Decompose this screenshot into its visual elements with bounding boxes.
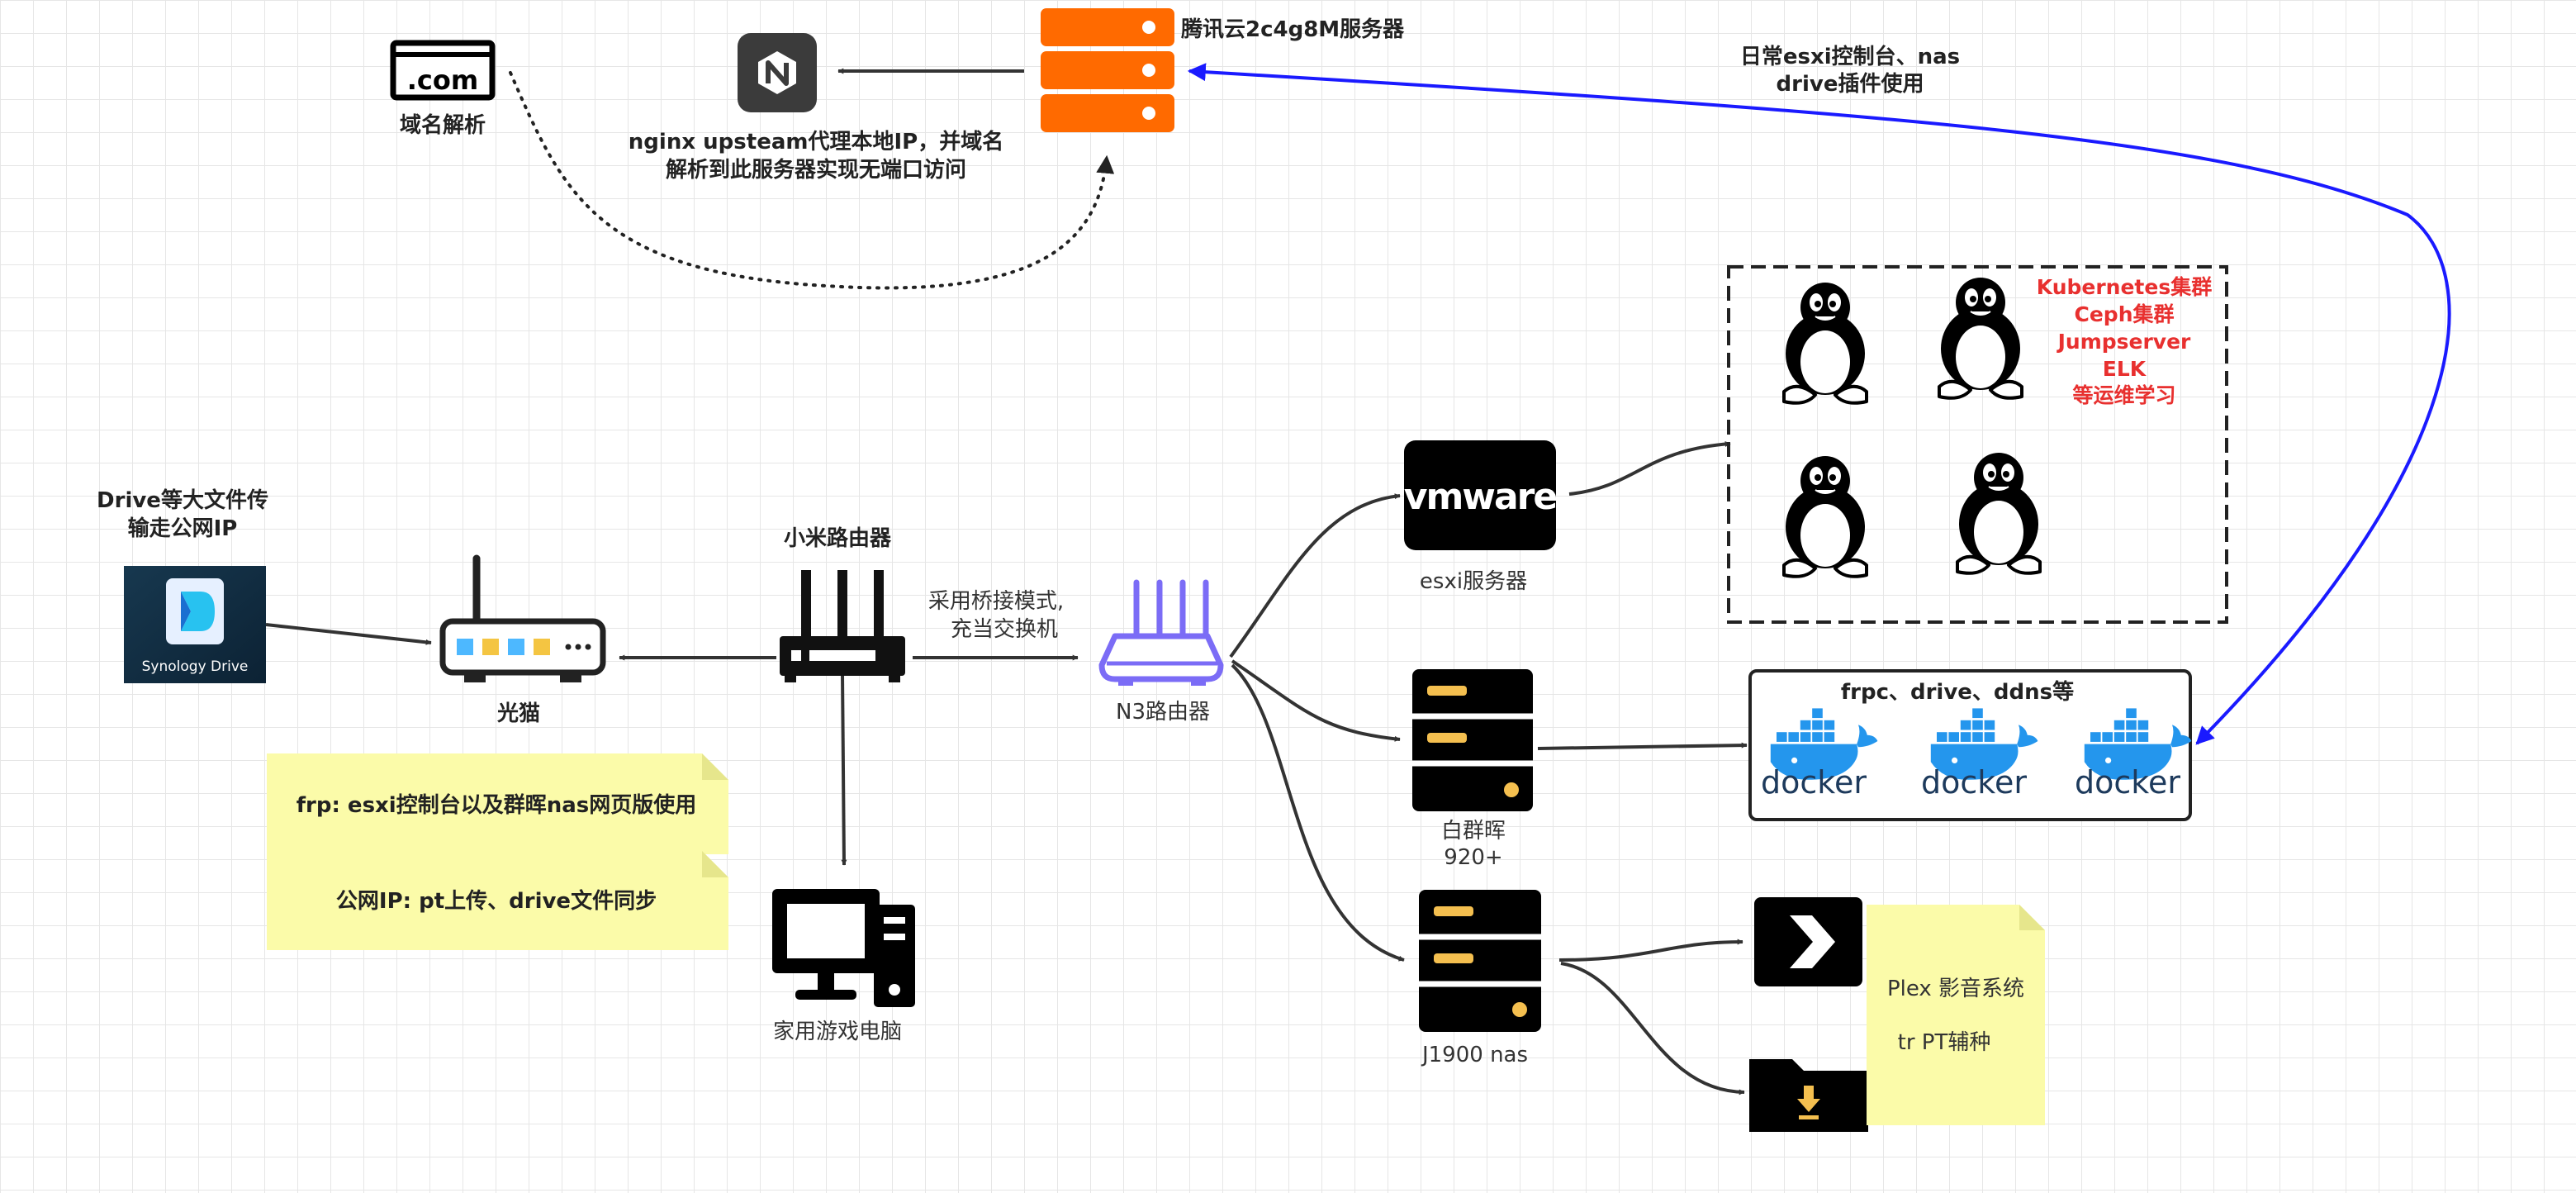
plex-note: Plex 影音系统 tr PT辅种 xyxy=(1867,905,2045,1125)
dotcom-icon: .com xyxy=(390,40,496,101)
cluster-line-5: 等运维学习 xyxy=(2072,383,2175,407)
modem-icon xyxy=(439,554,606,682)
n3-label: N3路由器 xyxy=(1116,700,1210,725)
domain-node: .com 域名解析 xyxy=(390,40,496,138)
folder-download-icon xyxy=(1749,1059,1868,1132)
xiaomi-router-node: 小米路由器 xyxy=(780,525,905,682)
vm-cluster-frame xyxy=(1727,265,2228,624)
server-icon xyxy=(1412,669,1533,811)
synology-app-name: Synology Drive xyxy=(142,658,249,675)
synology-caption-line-2: 输走公网IP xyxy=(128,516,238,541)
cluster-line-4: ELK xyxy=(2103,357,2147,381)
pc-label: 家用游戏电脑 xyxy=(773,1020,902,1044)
plex-note-line-2: tr PT辅种 xyxy=(1898,1030,1991,1055)
server-icon xyxy=(1041,8,1174,132)
j1900-nas-node: J1900 nas xyxy=(1419,890,1541,1067)
synology-drive-icon: Synology Drive xyxy=(124,566,266,683)
docker-group: frpc、drive、ddns等 docker docker docker xyxy=(1748,669,2192,821)
edge-n3-to-esxi xyxy=(1229,493,1401,658)
edge-j1900-to-plex xyxy=(1558,939,1743,962)
qunhui-nas-node: 白群晖 920+ xyxy=(1412,669,1533,870)
nginx-icon xyxy=(738,33,817,112)
vmware-logo-text: vmware xyxy=(1404,476,1557,518)
modem-label: 光猫 xyxy=(496,701,540,726)
vm-cluster-group: Kubernetes集群 Ceph集群 Jumpserver ELK 等运维学习 xyxy=(1727,265,2228,624)
plex-note-line-1: Plex 影音系统 xyxy=(1887,977,2024,1001)
frp-note-text: frp: esxi控制台以及群晖nas网页版使用 xyxy=(297,792,697,818)
linux-tux-icon xyxy=(1939,278,2022,398)
edge-xiaomi-to-pc xyxy=(841,673,847,866)
esxi-node: vmware esxi服务器 xyxy=(1404,440,1558,594)
n3-router-node: N3路由器 xyxy=(1098,579,1224,725)
public-ip-note: 公网IP: pt上传、drive文件同步 xyxy=(267,851,728,950)
blue-note-line-1: 日常esxi控制台、nas xyxy=(1740,44,1960,69)
docker-group-title: frpc、drive、ddns等 xyxy=(1841,679,2074,705)
domain-label: 域名解析 xyxy=(400,112,486,138)
router-icon xyxy=(780,570,905,682)
edge-n3-to-qunhui xyxy=(1231,659,1401,742)
nginx-node: nginx upsteam代理本地IP，并域名 解析到此服务器实现无端口访问 xyxy=(629,33,1003,183)
synology-caption-line-1: Drive等大文件传 xyxy=(97,487,268,513)
j1900-label: J1900 nas xyxy=(1421,1043,1528,1067)
edge-esxi-to-vms xyxy=(1568,440,1731,496)
monitor-icon xyxy=(772,889,915,1007)
frp-note: frp: esxi控制台以及群晖nas网页版使用 xyxy=(267,753,728,854)
edge-synology-to-modem xyxy=(265,623,432,645)
edge-tencent-docker-blue xyxy=(1187,63,2451,745)
vmware-icon: vmware xyxy=(1404,440,1558,550)
blue-note-line-2: drive插件使用 xyxy=(1777,72,1924,97)
tencent-server-node: 腾讯云2c4g8M服务器 xyxy=(1041,8,1405,132)
qunhui-label-line-2: 920+ xyxy=(1444,845,1502,870)
router-icon xyxy=(1098,579,1224,686)
cluster-line-3: Jumpserver xyxy=(2057,330,2191,354)
esxi-label: esxi服务器 xyxy=(1420,569,1527,594)
docker-icon: docker xyxy=(2075,708,2192,801)
linux-tux-icon xyxy=(1957,453,2040,573)
docker-icon: docker xyxy=(1921,708,2038,801)
public-ip-note-text: 公网IP: pt上传、drive文件同步 xyxy=(336,888,657,914)
blue-edge-note: 日常esxi控制台、nas drive插件使用 xyxy=(1740,44,1960,97)
xiaomi-label: 小米路由器 xyxy=(784,525,892,551)
linux-tux-icon xyxy=(1784,283,1867,403)
cluster-line-1: Kubernetes集群 xyxy=(2037,275,2212,299)
docker-logo-text: docker xyxy=(2075,764,2180,801)
cluster-line-2: Ceph集群 xyxy=(2075,302,2175,326)
synology-drive-node: Drive等大文件传 输走公网IP Synology Drive xyxy=(97,487,268,683)
linux-tux-icon xyxy=(1784,456,1867,577)
plex-icon xyxy=(1754,897,1862,986)
edge-qunhui-to-docker xyxy=(1537,742,1748,750)
edge-j1900-to-folder xyxy=(1560,962,1745,1096)
nginx-description-line-2: 解析到此服务器实现无端口访问 xyxy=(666,157,966,183)
edge-n3-to-j1900 xyxy=(1231,663,1405,962)
edge-domain-to-tencent-dotted xyxy=(509,71,1115,290)
server-icon xyxy=(1419,890,1541,1032)
bridge-line-2: 充当交换机 xyxy=(951,617,1058,642)
tencent-label: 腾讯云2c4g8M服务器 xyxy=(1181,17,1405,42)
bridge-note: 采用桥接模式, 充当交换机 xyxy=(928,589,1064,642)
docker-icon: docker xyxy=(1761,708,1878,801)
nginx-description-line-1: nginx upsteam代理本地IP，并域名 xyxy=(629,129,1003,154)
docker-logo-text: docker xyxy=(1921,764,2027,801)
modem-node: 光猫 xyxy=(439,554,606,726)
bridge-line-1: 采用桥接模式, xyxy=(928,589,1064,614)
qunhui-label-line-1: 白群晖 xyxy=(1441,819,1506,844)
docker-logo-text: docker xyxy=(1761,764,1867,801)
gaming-pc-node: 家用游戏电脑 xyxy=(772,889,915,1044)
dotcom-logo-text: .com xyxy=(407,64,478,96)
